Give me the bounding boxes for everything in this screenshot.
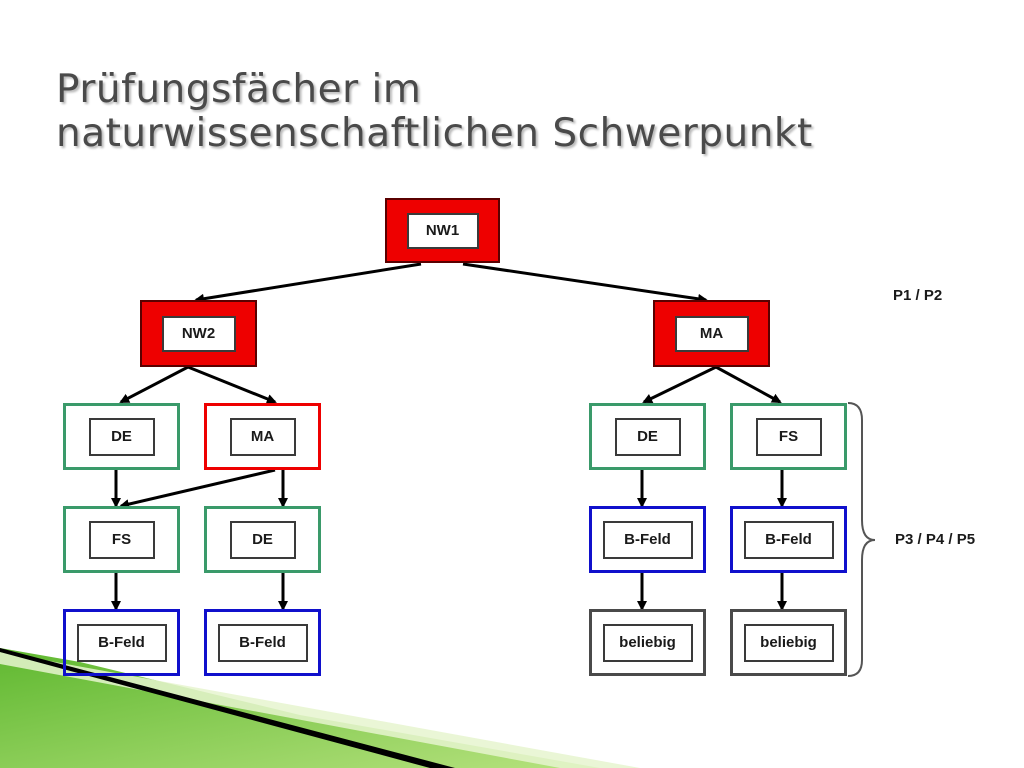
node-right-beliebig-1-label: beliebig — [602, 623, 693, 662]
label-p3-p4-p5: P3 / P4 / P5 — [895, 531, 976, 548]
node-right-fs-label: FS — [755, 417, 822, 456]
node-nw1: NW1 — [385, 198, 500, 263]
node-ma-top-label: MA — [674, 315, 749, 352]
node-right-beliebig-2: beliebig — [730, 609, 847, 676]
node-right-bfeld-1-label: B-Feld — [602, 520, 693, 559]
title-line-1: Prüfungsfächer im — [56, 67, 422, 112]
node-left-ma: MA — [204, 403, 321, 470]
node-left-bfeld-1-label: B-Feld — [76, 623, 167, 662]
brace-p3-p5 — [847, 402, 876, 677]
title-line-2: naturwissenschaftlichen Schwerpunkt — [56, 111, 813, 156]
node-right-bfeld-2-label: B-Feld — [743, 520, 834, 559]
node-nw2: NW2 — [140, 300, 257, 367]
page-title: Prüfungsfächer im naturwissenschaftliche… — [56, 68, 956, 156]
node-left-bfeld-1: B-Feld — [63, 609, 180, 676]
node-right-bfeld-2: B-Feld — [730, 506, 847, 573]
node-left-fs: FS — [63, 506, 180, 573]
node-nw2-label: NW2 — [161, 315, 236, 352]
node-left-de2-label: DE — [229, 520, 296, 559]
node-nw1-label: NW1 — [406, 212, 479, 249]
arrow-nw1-nw2 — [194, 262, 422, 304]
arrow-nw1-ma — [462, 262, 708, 304]
node-left-fs-label: FS — [88, 520, 155, 559]
node-right-bfeld-1: B-Feld — [589, 506, 706, 573]
node-right-de-label: DE — [614, 417, 681, 456]
arrow-nw2-ma — [187, 365, 277, 404]
arrow-nw2-de — [119, 365, 189, 404]
node-left-de-label: DE — [88, 417, 155, 456]
node-left-de: DE — [63, 403, 180, 470]
arrow-left-ma-fs — [119, 468, 276, 510]
node-left-de2: DE — [204, 506, 321, 573]
node-right-de: DE — [589, 403, 706, 470]
node-right-beliebig-1: beliebig — [589, 609, 706, 676]
node-ma-top: MA — [653, 300, 770, 367]
node-right-beliebig-2-label: beliebig — [743, 623, 834, 662]
arrow-ma-de — [642, 365, 717, 404]
node-left-bfeld-2-label: B-Feld — [217, 623, 308, 662]
node-left-ma-label: MA — [229, 417, 296, 456]
label-p1-p2: P1 / P2 — [893, 287, 943, 304]
node-right-fs: FS — [730, 403, 847, 470]
arrow-ma-fs — [715, 365, 782, 404]
node-left-bfeld-2: B-Feld — [204, 609, 321, 676]
